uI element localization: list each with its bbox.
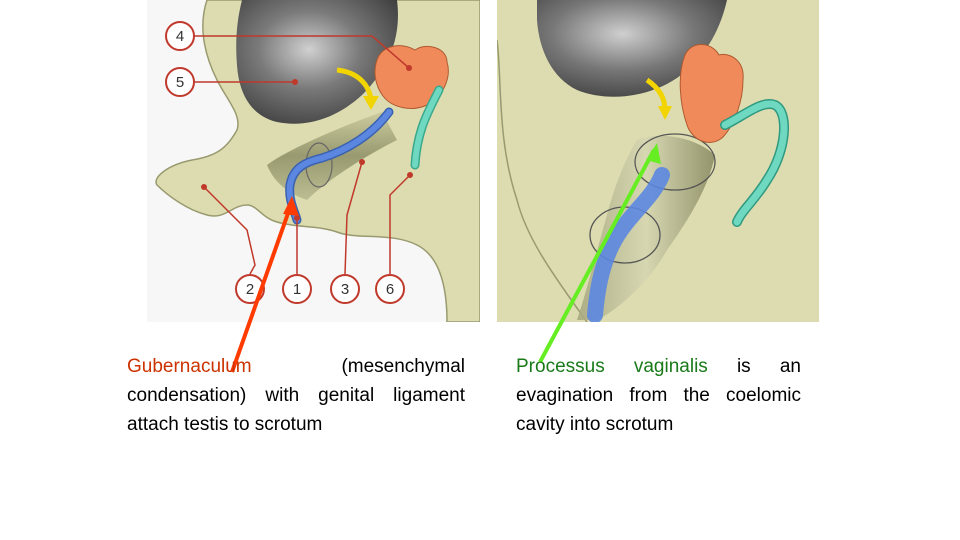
svg-text:5: 5 (176, 74, 184, 91)
right-descent-arrowhead (658, 106, 672, 120)
caption-gubernaculum: Gubernaculum (mesenchymal condensation) … (127, 352, 465, 439)
label-marker-3: 3 (330, 274, 360, 304)
left-leader-dots (201, 65, 413, 221)
left-duct-fill (412, 87, 442, 168)
green-pointer-arrow (538, 149, 656, 363)
right-duct-fill (721, 100, 788, 226)
right-processus-tube (577, 135, 715, 320)
red-pointer-arrowhead (283, 196, 299, 216)
right-diagram-svg (497, 0, 819, 322)
left-body-cavity (236, 0, 398, 124)
left-leader-lines (194, 35, 411, 275)
caption-term-gubernaculum: Gubernaculum (127, 356, 252, 377)
label-marker-4: 4 (165, 21, 195, 51)
caption-text-processus-vaginalis: is an evagination from the coelomic cavi… (516, 356, 801, 435)
svg-text:2: 2 (246, 281, 254, 298)
svg-text:6: 6 (386, 281, 394, 298)
label-marker-1: 1 (282, 274, 312, 304)
right-body-cavity (537, 0, 727, 97)
svg-text:4: 4 (176, 28, 184, 45)
svg-text:3: 3 (341, 281, 349, 298)
svg-text:1: 1 (293, 281, 301, 298)
left-diagram-svg: 4 5 2 1 3 6 (147, 0, 480, 322)
caption-processus-vaginalis: Processus vaginalis is an evagination fr… (516, 352, 801, 439)
right-diagram-panel (497, 0, 819, 322)
red-pointer-arrow (230, 201, 294, 373)
label-marker-5: 5 (165, 67, 195, 97)
left-descent-arrowhead (363, 96, 379, 110)
caption-term-processus-vaginalis: Processus vaginalis (516, 356, 708, 377)
green-pointer-arrowhead (646, 143, 661, 164)
right-tube-ring-top (634, 133, 716, 191)
left-testis (374, 45, 449, 109)
caption-text-gubernaculum: (mesenchymal condensation) with genital … (127, 356, 465, 435)
label-marker-6: 6 (375, 274, 405, 304)
right-tissue-boundary (497, 39, 588, 322)
right-gubernaculum (587, 167, 670, 322)
left-diagram-panel: 4 5 2 1 3 6 (147, 0, 480, 322)
